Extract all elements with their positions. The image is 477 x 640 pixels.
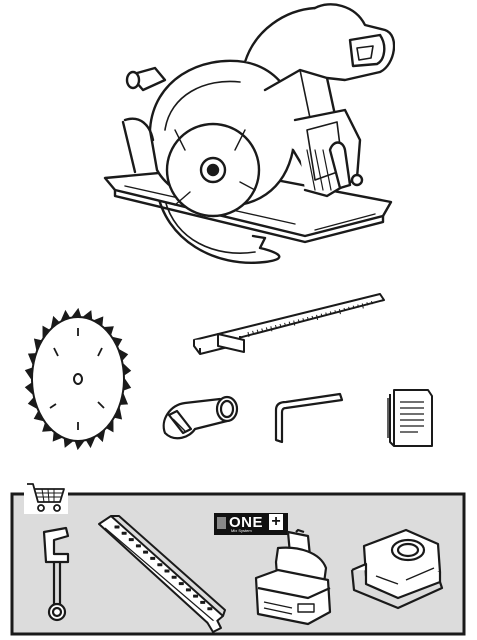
guide-tick xyxy=(352,305,355,309)
rail-hole xyxy=(121,531,127,535)
guide-tick xyxy=(343,307,346,312)
guide-tick xyxy=(316,314,319,320)
rail-hole xyxy=(135,544,141,548)
rail-hole xyxy=(157,563,163,567)
one-plus-logo-mark xyxy=(217,517,226,529)
rail-hole xyxy=(114,525,120,529)
rail-hole xyxy=(185,588,191,592)
shopping-cart-icon xyxy=(24,480,68,514)
dust-port-adapter-illustration xyxy=(155,385,247,447)
guide-tick xyxy=(357,304,360,308)
rail-hole xyxy=(171,575,177,579)
guide-tick xyxy=(329,311,332,315)
guide-rail-icon xyxy=(98,515,226,633)
one-plus-badge: ONE + Mix System xyxy=(214,513,288,535)
guide-tick xyxy=(297,319,300,323)
guide-tick xyxy=(279,323,282,328)
guide-tick xyxy=(325,312,328,316)
rail-hole xyxy=(128,538,134,542)
clamp-icon xyxy=(42,526,70,622)
battery-charger-icon xyxy=(350,528,444,610)
guide-tick xyxy=(261,328,264,332)
guide-tick xyxy=(288,321,291,325)
rail-hole xyxy=(164,569,170,573)
operators-manual-icon xyxy=(387,389,433,447)
guide-tick xyxy=(274,324,277,329)
dust-port-adapter-icon xyxy=(162,395,239,440)
guide-tick xyxy=(256,329,259,333)
guide-tick xyxy=(311,315,314,320)
saw-blade-illustration xyxy=(24,308,132,450)
guide-tick xyxy=(270,326,273,332)
rail-hole xyxy=(193,594,199,598)
blade-tooth xyxy=(71,308,82,319)
guide-rail-illustration xyxy=(95,512,227,634)
edge-guide-illustration xyxy=(188,290,388,360)
hex-key-illustration xyxy=(268,390,346,448)
guide-tick xyxy=(265,327,268,331)
blade-tooth xyxy=(74,439,85,450)
guide-tick xyxy=(361,303,364,309)
rail-hole xyxy=(207,607,213,611)
hex-key-icon xyxy=(274,392,344,444)
guide-tick xyxy=(302,318,305,322)
saw-blade-icon xyxy=(24,308,132,450)
edge-guide-icon xyxy=(193,293,385,355)
guide-tick xyxy=(366,302,369,306)
clamp-illustration xyxy=(38,524,78,624)
circular-saw-illustration xyxy=(95,0,395,275)
operators-manual-illustration xyxy=(382,384,438,450)
one-plus-logo-plus: + xyxy=(269,514,283,530)
rail-hole xyxy=(143,550,149,554)
guide-tick xyxy=(306,316,309,321)
guide-tick xyxy=(348,306,351,311)
one-plus-logo-text: ONE xyxy=(229,514,264,531)
shopping-cart-illustration xyxy=(24,480,68,514)
guide-tick xyxy=(320,313,323,317)
battery-pack-illustration xyxy=(248,528,334,628)
guide-tick xyxy=(247,331,250,338)
guide-tick xyxy=(293,320,296,326)
rail-hole xyxy=(178,582,184,586)
one-plus-logo-tagline: Mix System xyxy=(231,528,252,533)
guide-tick xyxy=(338,309,341,315)
guide-tick xyxy=(252,330,255,335)
guide-tick xyxy=(370,300,373,305)
guide-tick xyxy=(284,322,287,327)
rail-hole xyxy=(150,556,156,560)
battery-pack-icon xyxy=(254,528,332,626)
guide-tick xyxy=(334,310,337,314)
circular-saw-icon xyxy=(103,3,395,264)
battery-charger-illustration xyxy=(346,524,446,610)
rail-hole xyxy=(200,600,206,604)
